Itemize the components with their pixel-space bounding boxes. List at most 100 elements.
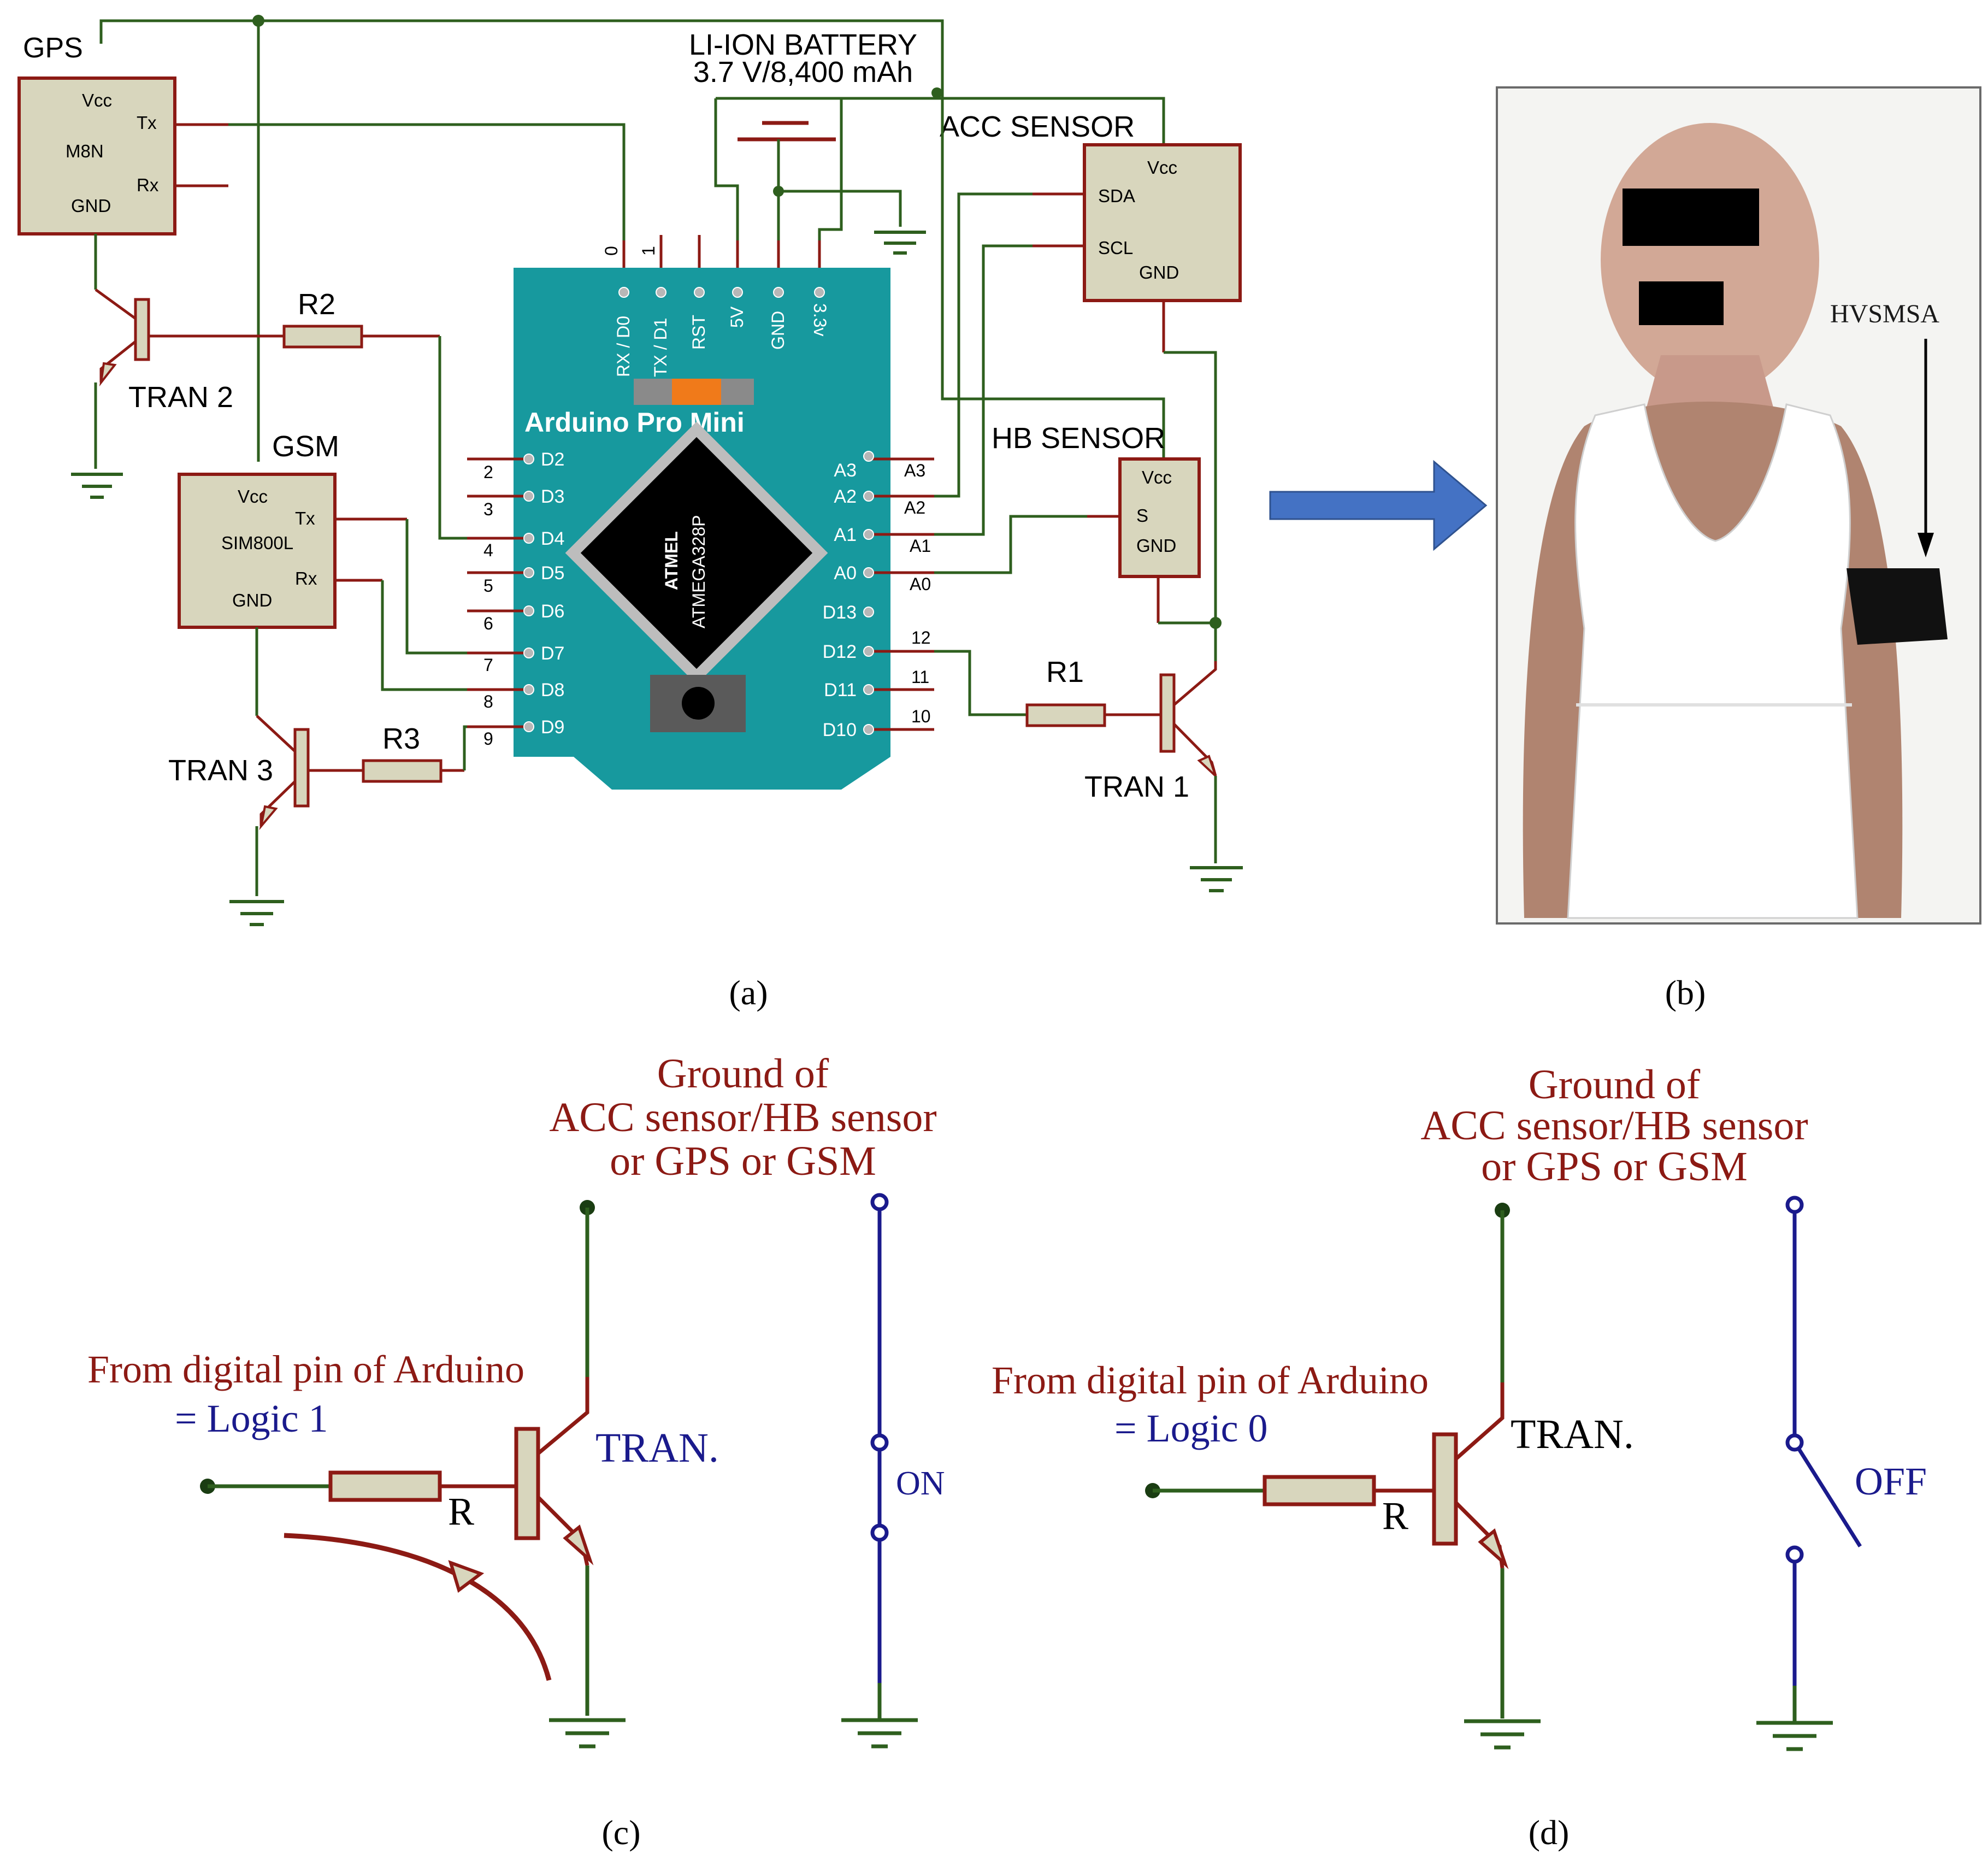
svg-text:1: 1	[639, 246, 658, 256]
panel-label-c: (c)	[601, 1813, 640, 1852]
svg-text:SCL: SCL	[1098, 238, 1133, 258]
r3-label: R3	[382, 722, 420, 755]
svg-text:or GPS or GSM: or GPS or GSM	[610, 1138, 876, 1184]
svg-text:GND: GND	[71, 196, 111, 216]
svg-text:3.3v: 3.3v	[810, 303, 830, 336]
svg-text:7: 7	[483, 655, 493, 675]
svg-text:A0: A0	[910, 574, 931, 594]
svg-text:Ground of: Ground of	[657, 1051, 829, 1097]
svg-text:D11: D11	[824, 680, 857, 701]
r1-label: R1	[1046, 656, 1084, 688]
gps-title: GPS	[23, 32, 83, 64]
eyes-censor-bar	[1623, 189, 1759, 246]
svg-text:Rx: Rx	[137, 175, 159, 195]
acc-sensor-module: ACC SENSOR Vcc SDA SCL GND	[934, 93, 1242, 623]
svg-text:2: 2	[483, 462, 493, 482]
svg-text:= Logic 1: = Logic 1	[175, 1397, 328, 1440]
arduino-top-pins: RX / D0 TX / D1 RST 5V GND 3.3v 0 1	[601, 235, 830, 377]
svg-text:Tx: Tx	[137, 113, 157, 133]
gsm-module: GSM Vcc Tx SIM800L Rx GND	[178, 430, 524, 716]
svg-text:A3: A3	[834, 460, 857, 481]
svg-text:M8N: M8N	[66, 141, 104, 161]
svg-text:From digital pin of Arduino: From digital pin of Arduino	[87, 1347, 524, 1391]
svg-text:S: S	[1136, 505, 1148, 526]
right-arrow-icon	[1269, 460, 1488, 551]
transistor-body-d	[1432, 1432, 1458, 1546]
svg-text:11: 11	[911, 667, 929, 687]
svg-text:TRAN.: TRAN.	[595, 1425, 719, 1471]
transistor-tran2: TRAN 2	[71, 288, 284, 499]
svg-text:D13: D13	[823, 602, 857, 623]
svg-text:D10: D10	[823, 720, 857, 740]
svg-text:A0: A0	[834, 563, 857, 584]
svg-text:D4: D4	[541, 528, 564, 549]
arduino-left-pins: D2 D3 D4 D5 D6 D7 D8 D9 2 3 4 5 6 7 8 9	[467, 449, 564, 749]
svg-text:A3: A3	[904, 461, 925, 480]
svg-text:D7: D7	[541, 643, 564, 664]
resistor-r-c	[328, 1470, 442, 1502]
device-label: HVSMSA	[1830, 299, 1939, 328]
svg-text:R: R	[1382, 1494, 1408, 1538]
arduino-title: Arduino Pro Mini	[524, 407, 745, 438]
svg-text:8: 8	[483, 692, 493, 711]
hb-sensor-module: HB SENSOR Vcc S GND	[934, 422, 1222, 661]
atmega-chip	[565, 421, 828, 685]
transistor-tran1: TRAN 1	[1084, 661, 1243, 892]
tran3-label: TRAN 3	[168, 754, 273, 787]
gps-module: GPS Vcc Tx M8N Rx GND	[17, 32, 626, 290]
svg-text:0: 0	[601, 246, 621, 256]
svg-text:Vcc: Vcc	[238, 486, 268, 507]
svg-text:TX / D1: TX / D1	[651, 318, 670, 377]
svg-text:or GPS or GSM: or GPS or GSM	[1481, 1144, 1748, 1190]
r2-label: R2	[298, 288, 335, 321]
svg-text:6: 6	[483, 614, 493, 633]
mouth-censor-bar	[1639, 281, 1724, 325]
vcc-bus-wire	[99, 19, 944, 93]
svg-text:Vcc: Vcc	[82, 90, 112, 110]
svg-text:ACC sensor/HB sensor: ACC sensor/HB sensor	[549, 1094, 936, 1140]
armband-device	[1847, 568, 1948, 645]
svg-text:ACC sensor/HB sensor: ACC sensor/HB sensor	[1420, 1103, 1808, 1149]
svg-text:SIM800L: SIM800L	[221, 533, 293, 553]
battery-rating: 3.7 V/8,400 mAh	[693, 56, 913, 89]
chip-line1: ATMEL	[662, 531, 681, 590]
svg-text:GND: GND	[232, 590, 272, 610]
tran2-label: TRAN 2	[128, 381, 233, 414]
switch-state-off: OFF	[1855, 1459, 1927, 1503]
photo-panel: HVSMSA	[1496, 86, 1981, 925]
svg-text:Ground of: Ground of	[1529, 1062, 1701, 1108]
gsm-title: GSM	[272, 430, 339, 463]
svg-text:A1: A1	[834, 525, 857, 545]
svg-text:GND: GND	[768, 311, 788, 350]
resistor-r1: R1	[934, 650, 1161, 727]
svg-text:5: 5	[483, 576, 493, 596]
switch-state-on: ON	[896, 1465, 945, 1502]
svg-text:12: 12	[911, 628, 931, 648]
svg-text:D6: D6	[541, 601, 564, 622]
svg-text:D9: D9	[541, 717, 564, 738]
switch-on-panel: Ground of ACC sensor/HB sensor or GPS or…	[87, 1051, 945, 1749]
svg-text:From digital pin of Arduino: From digital pin of Arduino	[992, 1358, 1429, 1402]
svg-text:A2: A2	[834, 486, 857, 507]
current-flow-arrow	[284, 1533, 552, 1681]
panel-labels: (a) (b) (c) (d)	[601, 973, 1706, 1852]
arduino-right-pins: A3 A2 A1 A0 D13 D12 D11 D10 A3 A2 A1 A0 …	[823, 451, 934, 740]
schematic-panel: LI-ION BATTERY 3.7 V/8,400 mAh GPS Vcc T…	[17, 15, 1243, 926]
panel-label-b: (b)	[1665, 973, 1706, 1012]
tran1-label: TRAN 1	[1084, 770, 1189, 803]
svg-text:GND: GND	[1139, 262, 1179, 282]
svg-text:A2: A2	[904, 498, 925, 517]
svg-text:TRAN.: TRAN.	[1511, 1411, 1634, 1457]
svg-text:D2: D2	[541, 449, 564, 470]
svg-text:A1: A1	[910, 536, 931, 556]
svg-text:D3: D3	[541, 486, 564, 507]
svg-text:Vcc: Vcc	[1142, 467, 1172, 487]
svg-text:RST: RST	[689, 315, 709, 350]
svg-text:4: 4	[483, 540, 493, 560]
svg-text:RX / D0: RX / D0	[613, 316, 633, 377]
svg-text:10: 10	[911, 707, 931, 726]
svg-text:Tx: Tx	[295, 508, 315, 528]
acc-title: ACC SENSOR	[940, 110, 1135, 143]
panel-label-a: (a)	[729, 973, 768, 1012]
